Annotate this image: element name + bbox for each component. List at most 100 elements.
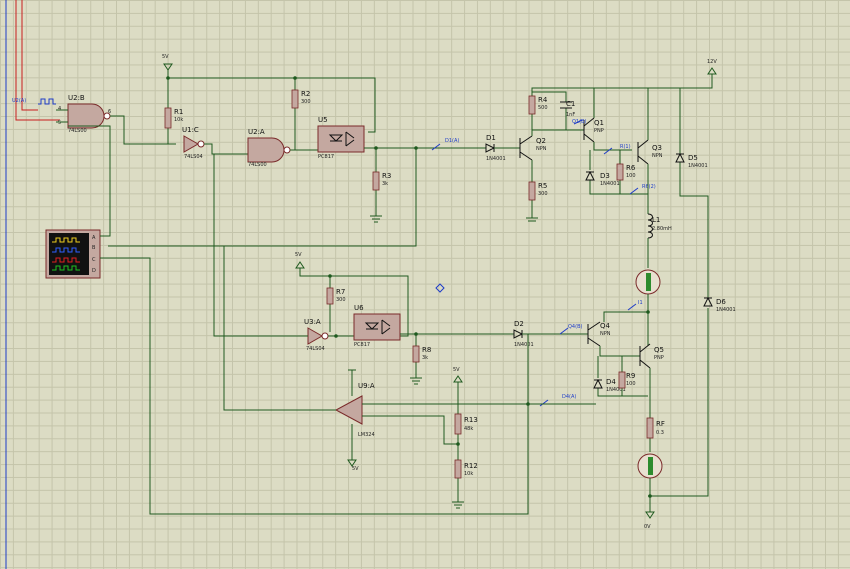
q3-type: NPN bbox=[652, 153, 663, 159]
resistor-r1[interactable] bbox=[164, 107, 172, 129]
u9a-part: LM324 bbox=[358, 432, 375, 438]
r4-ref: R4 bbox=[538, 96, 548, 104]
diode-d3[interactable]: D3 1N4001 bbox=[585, 170, 620, 187]
q1-ref: Q1 bbox=[594, 119, 604, 127]
transistor-q4[interactable]: Q4 NPN bbox=[587, 321, 611, 347]
l1-value: 2.80mH bbox=[652, 226, 672, 232]
r12-ref: R12 bbox=[464, 462, 478, 470]
resistor-r12[interactable] bbox=[454, 459, 462, 479]
transistor-q5[interactable]: Q5 PNP bbox=[639, 343, 664, 369]
r1-value: 10k bbox=[174, 117, 183, 123]
r4-value: 500 bbox=[538, 105, 548, 111]
optocoupler-u6[interactable]: U6 PC817 bbox=[353, 304, 401, 348]
inverter-u1c[interactable]: U1:C 74LS04 bbox=[182, 126, 205, 160]
q5-type: PNP bbox=[654, 355, 664, 361]
power-5v-a: 5V bbox=[162, 54, 173, 71]
oscilloscope[interactable]: A B C D bbox=[45, 229, 101, 279]
l1-ref: L1 bbox=[652, 216, 660, 224]
probe-d4a: D4(A) bbox=[562, 394, 576, 400]
power-12v: 12V bbox=[707, 59, 717, 75]
probe-r1: R(1) bbox=[620, 144, 631, 150]
svg-text:5V: 5V bbox=[352, 466, 359, 472]
diode-d6[interactable]: D6 1N4001 bbox=[703, 296, 736, 313]
ground-r3 bbox=[370, 215, 382, 223]
r6-ref: R6 bbox=[626, 164, 636, 172]
resistor-r7[interactable] bbox=[326, 287, 334, 305]
r7-ref: R7 bbox=[336, 288, 345, 296]
rf-ref: RF bbox=[656, 420, 665, 428]
r2-ref: R2 bbox=[301, 90, 310, 98]
ammeter-2[interactable] bbox=[637, 453, 663, 479]
resistor-r6[interactable] bbox=[616, 163, 624, 181]
r3-value: 3k bbox=[382, 181, 388, 187]
opamp-u9a[interactable]: U9:A LM324 bbox=[334, 382, 375, 438]
power-0v: 0V bbox=[644, 511, 655, 530]
transistor-q3[interactable]: Q3 NPN bbox=[637, 139, 663, 165]
power-5v-d: 5V bbox=[453, 367, 463, 383]
r13-value: 48k bbox=[464, 426, 473, 432]
resistor-r13[interactable] bbox=[454, 413, 462, 435]
r9-ref: R9 bbox=[626, 372, 635, 380]
r3-ref: R3 bbox=[382, 172, 391, 180]
probe-q1b: Q1(B) bbox=[572, 119, 586, 125]
capacitor-c1[interactable] bbox=[560, 101, 572, 109]
transistor-q2[interactable]: Q2 NPN bbox=[519, 135, 547, 161]
u9a-ref: U9:A bbox=[358, 382, 375, 390]
d5-ref: D5 bbox=[688, 154, 698, 162]
r2-value: 300 bbox=[301, 99, 311, 105]
r1-ref: R1 bbox=[174, 108, 183, 116]
ammeter-1[interactable] bbox=[635, 269, 661, 295]
u6-part: PC817 bbox=[354, 342, 370, 348]
diode-d4[interactable]: D4 1N4001 bbox=[593, 378, 626, 393]
probe-label-u2a: U2(A) bbox=[12, 98, 26, 104]
power-5v-b: 5V bbox=[295, 252, 305, 269]
c1-value: 1nF bbox=[566, 112, 575, 118]
probe-d1a: D1(A) bbox=[445, 138, 459, 144]
optocoupler-u5[interactable]: U5 PC817 bbox=[317, 116, 365, 160]
r12-value: 10k bbox=[464, 471, 473, 477]
d5-part: 1N4001 bbox=[688, 163, 708, 169]
resistor-r5[interactable] bbox=[528, 181, 536, 201]
inductor-l1[interactable] bbox=[647, 213, 653, 239]
q4-type: NPN bbox=[600, 331, 611, 337]
d1-ref: D1 bbox=[486, 134, 496, 142]
scope-ch-b: B bbox=[92, 245, 96, 251]
scope-ch-d: D bbox=[92, 268, 96, 274]
r5-value: 300 bbox=[538, 191, 548, 197]
wire-u2b-out bbox=[110, 115, 176, 145]
d1-part: 1N4001 bbox=[486, 156, 506, 162]
svg-text:5V: 5V bbox=[162, 54, 169, 60]
u2a-ref: U2:A bbox=[248, 128, 265, 136]
gate-u2b[interactable]: U2:B 74LS00 4 5 6 bbox=[58, 94, 111, 134]
r5-ref: R5 bbox=[538, 182, 547, 190]
resistor-r4[interactable] bbox=[528, 95, 536, 115]
u5-part: PC817 bbox=[318, 154, 334, 160]
gate-u2a[interactable]: U2:A 74LS00 bbox=[247, 128, 291, 168]
inverter-u3a[interactable]: U3:A 74LS04 bbox=[304, 318, 329, 352]
pulse-generator[interactable]: U2(A) bbox=[12, 98, 56, 105]
resistor-r9[interactable] bbox=[618, 371, 626, 389]
c1-ref: C1 bbox=[566, 100, 575, 108]
probe-i1: I1 bbox=[638, 300, 643, 306]
probe-r6: R6(2) bbox=[642, 184, 656, 190]
u2b-ref: U2:B bbox=[68, 94, 85, 102]
diode-d5[interactable]: D5 1N4001 bbox=[675, 152, 708, 169]
resistor-rf[interactable] bbox=[646, 417, 654, 439]
transistor-q1[interactable]: Q1 PNP bbox=[583, 117, 604, 143]
q2-type: NPN bbox=[536, 146, 547, 152]
d3-part: 1N4001 bbox=[600, 181, 620, 187]
d3-ref: D3 bbox=[600, 172, 610, 180]
resistor-r3[interactable] bbox=[372, 171, 380, 191]
resistor-r2[interactable] bbox=[291, 89, 299, 109]
u6-ref: U6 bbox=[354, 304, 364, 312]
u1c-ref: U1:C bbox=[182, 126, 199, 134]
d6-ref: D6 bbox=[716, 298, 726, 306]
resistor-r8[interactable] bbox=[412, 345, 420, 363]
d4-ref: D4 bbox=[606, 378, 616, 386]
u2b-part: 74LS00 bbox=[68, 128, 87, 134]
d2-part: 1N4001 bbox=[514, 342, 534, 348]
rf-value: 0.3 bbox=[656, 430, 664, 436]
r9-value: 100 bbox=[626, 381, 636, 387]
